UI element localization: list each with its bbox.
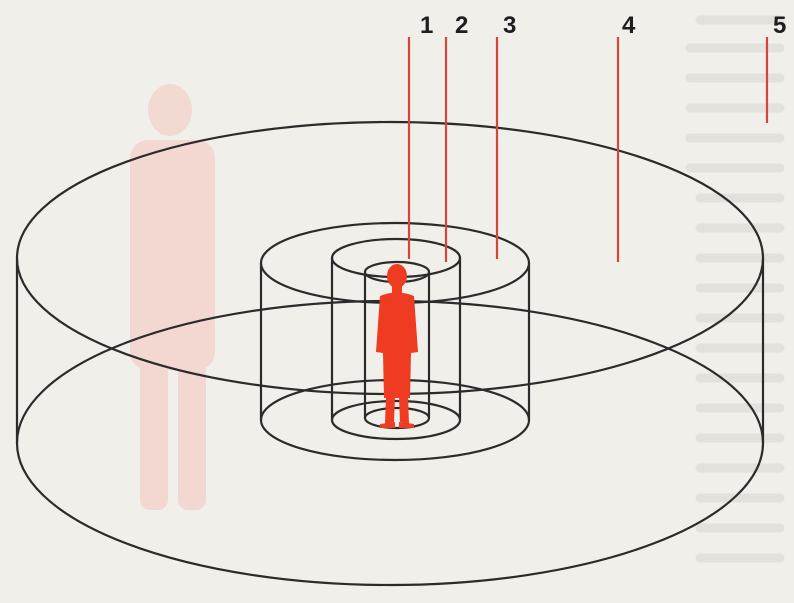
zone-label-3: 3 xyxy=(503,12,516,39)
zone-label-1: 1 xyxy=(420,12,433,39)
zone-label-5: 5 xyxy=(773,12,786,39)
zone-label-2: 2 xyxy=(455,12,468,39)
zone-label-4: 4 xyxy=(622,12,636,39)
